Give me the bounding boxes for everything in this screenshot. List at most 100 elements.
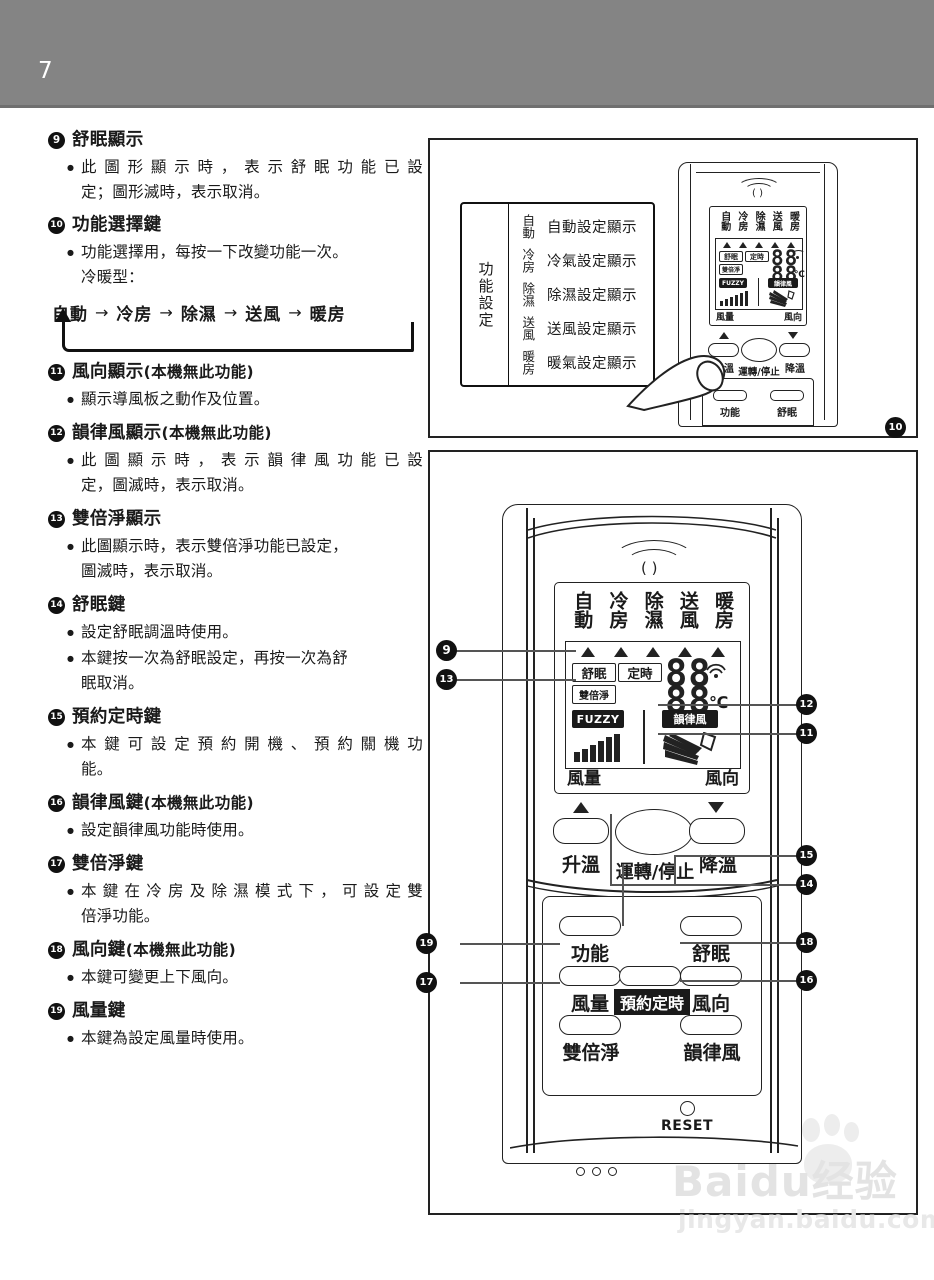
table-cell-desc: 送風設定顯示 bbox=[547, 322, 637, 339]
bullet-line: 能。 bbox=[81, 760, 113, 778]
sleep-indicator-tag: 舒眠 bbox=[719, 251, 743, 262]
rhythm-indicator-tag: 韻律風 bbox=[768, 278, 798, 288]
entry-bullets: 功能選擇用，每按一下改變功能一次。 冷暖型： bbox=[48, 240, 423, 290]
rhythm-indicator-tag: 韻律風 bbox=[662, 710, 718, 728]
entry-bullets: 本鍵為設定風量時使用。 bbox=[48, 1026, 423, 1051]
arrow-down-icon bbox=[788, 332, 798, 339]
callout-11: 11 bbox=[796, 723, 817, 744]
mode-cycle-item: 冷房 bbox=[116, 305, 153, 325]
sleep-button[interactable] bbox=[680, 916, 742, 936]
function-button[interactable] bbox=[713, 390, 747, 401]
bullet: 本鍵為設定風量時使用。 bbox=[48, 1026, 423, 1051]
up-temp-button[interactable] bbox=[708, 343, 739, 357]
sleep-label: 舒眠 bbox=[691, 943, 730, 965]
down-temp-button[interactable] bbox=[779, 343, 810, 357]
double-clean-button[interactable] bbox=[559, 1015, 621, 1035]
entry-bullets: 本鍵可設定預約開機、預約關機功 能。 bbox=[48, 732, 423, 782]
mode-cycle-item: 暖房 bbox=[309, 305, 346, 325]
power-label: 運轉/停止 bbox=[738, 367, 780, 378]
leader-line-14-v bbox=[610, 814, 612, 884]
item-number-badge: 13 bbox=[48, 511, 65, 528]
item-number-badge: 14 bbox=[48, 597, 65, 614]
arrow-right-icon: → bbox=[288, 303, 303, 322]
bullet-line: 本鍵在冷房及除濕模式下，可設定雙 bbox=[81, 882, 423, 900]
timer-button[interactable] bbox=[619, 966, 681, 986]
fan-speed-bars-icon bbox=[720, 291, 750, 306]
entry-title: 功能選擇鍵 bbox=[72, 215, 162, 235]
bullet-line: 此圖顯示時，表示韻律風功能已設 bbox=[81, 451, 423, 469]
mode-pointer-icon bbox=[755, 242, 763, 248]
arrow-right-icon: → bbox=[95, 303, 110, 322]
lcd-mode-row: 自動 冷房 除濕 送風 暖房 bbox=[710, 207, 806, 231]
lcd-mode-label: 冷房 bbox=[606, 591, 629, 629]
entry-heading: 14 舒眠鍵 bbox=[48, 593, 423, 617]
entry-title-note: (本機無此功能) bbox=[143, 794, 254, 812]
table-cell-desc: 自動設定顯示 bbox=[547, 219, 637, 236]
leader-line-15-v bbox=[674, 855, 676, 884]
ir-emitter-icon: ( ) bbox=[752, 188, 763, 199]
arrow-up-icon bbox=[719, 332, 729, 339]
entry-bullets: 本鍵在冷房及除濕模式下，可設定雙 倍淨功能。 bbox=[48, 879, 423, 929]
fuzzy-indicator-tag: FUZZY bbox=[572, 710, 624, 728]
function-setting-table: 功能設定 自動 自動設定顯示 冷房 冷氣設定顯示 除濕 除濕設定顯示 送風 送風… bbox=[460, 202, 655, 387]
bullet-line: 冷暖型： bbox=[81, 268, 144, 286]
leader-line-19 bbox=[460, 943, 560, 945]
mode-pointer-icon bbox=[723, 242, 731, 248]
function-button[interactable] bbox=[559, 916, 621, 936]
reset-hole-icon[interactable] bbox=[680, 1101, 695, 1116]
table-row: 冷房 冷氣設定顯示 bbox=[509, 244, 653, 277]
ir-emitter-icon: ( ) bbox=[641, 559, 658, 577]
callout-18: 18 bbox=[796, 932, 817, 953]
leader-line-timer-v bbox=[622, 864, 624, 926]
list-item: 13 雙倍淨顯示 此圖顯示時，表示雙倍淨功能已設定， 圖滅時，表示取消。 bbox=[48, 507, 423, 584]
entry-bullets: 此圖顯示時，表示韻律風功能已設 定，圖滅時，表示取消。 bbox=[48, 448, 423, 498]
entry-bullets: 此圖顯示時，表示雙倍淨功能已設定， 圖滅時，表示取消。 bbox=[48, 534, 423, 584]
bullet: 功能選擇用，每按一下改變功能一次。 冷暖型： bbox=[48, 240, 423, 290]
entry-bullets: 顯示導風板之動作及位置。 bbox=[48, 387, 423, 412]
table-header-cell: 功能設定 bbox=[462, 204, 509, 385]
mode-pointer-icon bbox=[581, 647, 596, 657]
lcd-mode-label: 送風 bbox=[676, 591, 699, 629]
up-temp-label: 升溫 bbox=[561, 854, 600, 876]
sleep-button[interactable] bbox=[770, 390, 804, 401]
temperature-value: 88 bbox=[665, 652, 712, 695]
lcd-footer-labels: 風量 風向 bbox=[567, 764, 739, 789]
table-cell-desc: 冷氣設定顯示 bbox=[547, 253, 637, 270]
power-button[interactable] bbox=[741, 338, 777, 362]
fan-button[interactable] bbox=[559, 966, 621, 986]
direction-button[interactable] bbox=[680, 966, 742, 986]
power-button[interactable] bbox=[615, 809, 693, 855]
lcd-screen: 自動 冷房 除濕 送風 暖房 舒眠 定時 雙倍淨 88 88 ℃ bbox=[709, 206, 807, 326]
entry-heading: 17 雙倍淨鍵 bbox=[48, 852, 423, 876]
bullet-line: 本鍵按一次為舒眠設定，再按一次為舒 bbox=[81, 649, 348, 667]
arrow-up-icon bbox=[55, 308, 71, 322]
shell-edge-line bbox=[696, 172, 820, 174]
shell-edge-line bbox=[533, 518, 535, 1153]
bullet-line: 此圖顯示時，表示雙倍淨功能已設定， bbox=[81, 537, 348, 555]
fan-label: 風量 bbox=[716, 313, 735, 323]
rhythm-button[interactable] bbox=[680, 1015, 742, 1035]
bullet: 本鍵可設定預約開機、預約關機功 能。 bbox=[48, 732, 423, 782]
list-item: 12 韻律風顯示(本機無此功能) 此圖顯示時，表示韻律風功能已設 定，圖滅時，表… bbox=[48, 421, 423, 498]
bullet-line: 眠取消。 bbox=[81, 674, 144, 692]
mode-cycle-item: 除濕 bbox=[180, 305, 217, 325]
table-cell-mode: 暖房 bbox=[520, 350, 536, 376]
entry-title: 舒眠顯示 bbox=[72, 130, 144, 150]
up-temp-button[interactable] bbox=[553, 818, 609, 844]
entry-heading: 18 風向鍵(本機無此功能) bbox=[48, 938, 423, 962]
entry-heading: 13 雙倍淨顯示 bbox=[48, 507, 423, 531]
bullet: 本鍵可變更上下風向。 bbox=[48, 965, 423, 990]
table-row: 暖房 暖氣設定顯示 bbox=[509, 346, 653, 379]
lcd-mode-pointer-row bbox=[566, 642, 740, 657]
entry-bullets: 設定韻律風功能時使用。 bbox=[48, 818, 423, 843]
fuzzy-indicator-tag: FUZZY bbox=[719, 278, 747, 288]
entry-title-note: (本機無此功能) bbox=[125, 941, 237, 959]
arrow-right-icon: → bbox=[223, 303, 239, 322]
timer-indicator-tag: 定時 bbox=[745, 251, 769, 262]
table-header-label: 功能設定 bbox=[476, 260, 495, 329]
leader-line-9 bbox=[448, 650, 576, 652]
down-temp-button[interactable] bbox=[689, 818, 745, 844]
lcd-mode-label: 自動 bbox=[571, 591, 594, 629]
entry-bullets: 本鍵可變更上下風向。 bbox=[48, 965, 423, 990]
table-row: 除濕 除濕設定顯示 bbox=[509, 278, 653, 311]
